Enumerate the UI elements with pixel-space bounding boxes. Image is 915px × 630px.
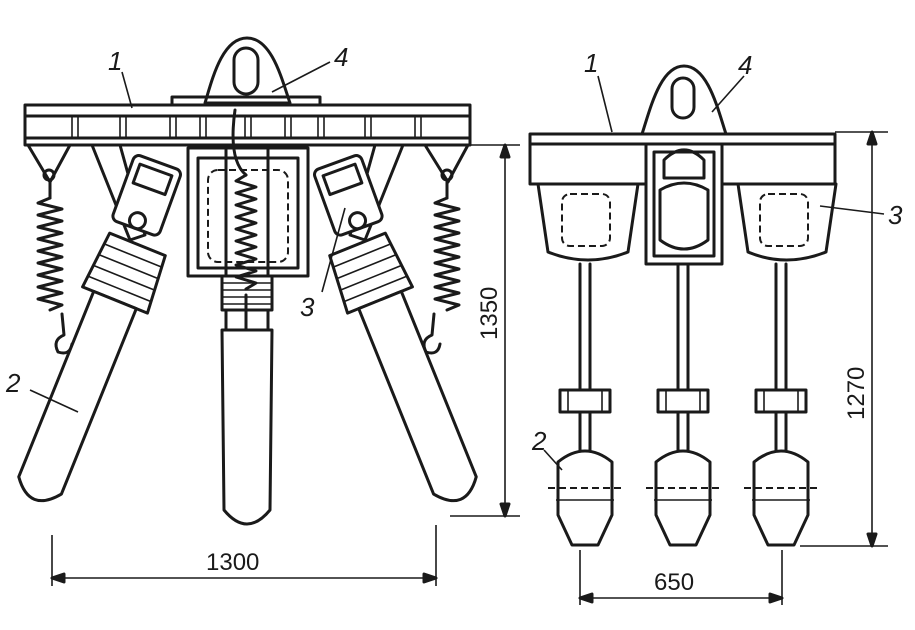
- callout-3-right: 3: [888, 200, 903, 230]
- left-callouts: 1 4 3 2: [5, 42, 348, 413]
- right-view: 1 4 3 2 650 1270: [528, 48, 903, 605]
- left-top-beam: [23, 103, 472, 147]
- dim-width-left: 1300: [206, 549, 259, 576]
- left-dimensions: 1300 1350: [50, 143, 520, 586]
- callout-4-left: 4: [334, 42, 348, 72]
- left-view: 1 4 3 2 1300 1350: [5, 36, 520, 586]
- callout-2-left: 2: [5, 368, 21, 398]
- left-center-insulator: [220, 328, 274, 526]
- right-callouts: 1 4 3 2: [531, 48, 903, 471]
- left-arm-left: [17, 143, 182, 503]
- callout-1-right: 1: [584, 48, 598, 78]
- left-center-housing: [186, 146, 310, 332]
- dim-height-right: 1270: [843, 367, 870, 420]
- callout-1-left: 1: [108, 46, 122, 76]
- dim-width-right: 650: [654, 569, 694, 596]
- callout-3-left: 3: [300, 292, 315, 322]
- left-end-tabs: [26, 143, 470, 184]
- right-lifting-lug: [640, 64, 728, 136]
- left-arm-right: [313, 143, 478, 503]
- right-dimensions: 650 1270: [578, 130, 888, 605]
- callout-2-right: 2: [531, 426, 547, 456]
- right-housings: [536, 142, 838, 266]
- dim-height-left: 1350: [476, 287, 503, 340]
- callout-4-right: 4: [738, 50, 752, 80]
- left-lifting-lug: [170, 36, 322, 107]
- right-rods: [548, 262, 818, 547]
